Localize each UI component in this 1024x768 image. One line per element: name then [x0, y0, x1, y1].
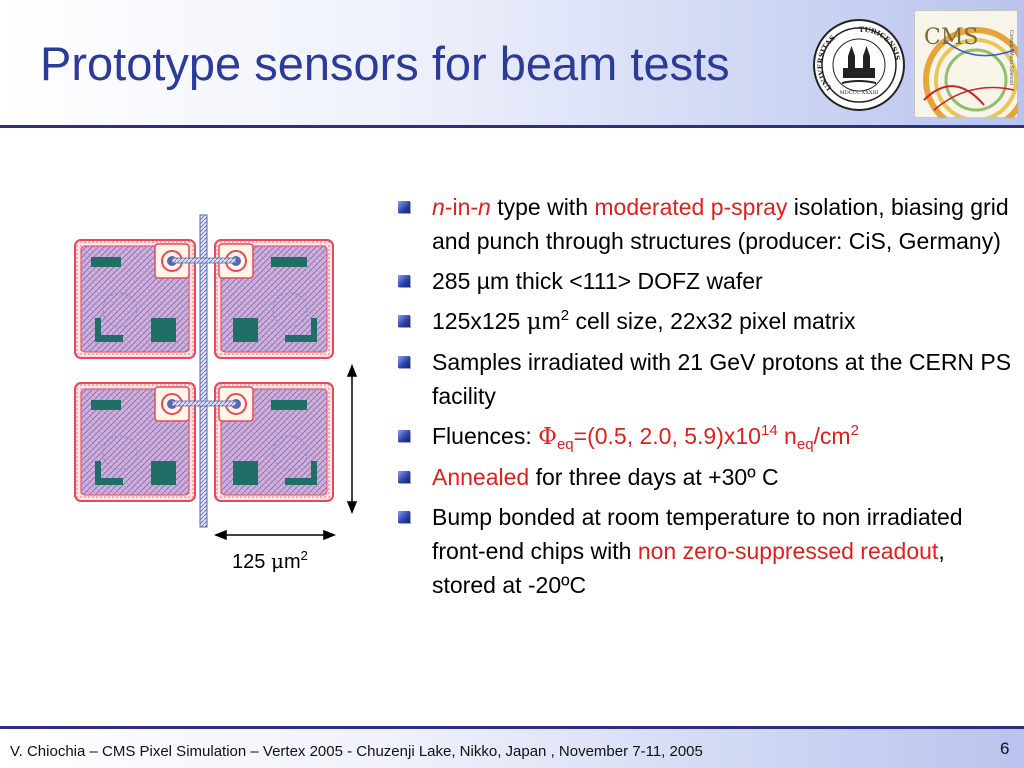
bullet-item-annealing: Annealed for three days at +30º C [398, 460, 1013, 494]
cms-logo-subtext: Compact Muon Solenoid [1008, 30, 1014, 85]
seal-year: MDCCC XXXIII [840, 90, 879, 96]
bullet-item-sensor-type: n-in-n type with moderated p-spray isola… [398, 190, 1013, 258]
pixel-cell-bottom-right [214, 382, 334, 502]
pixel-cell-top-right [214, 239, 334, 359]
bullet-square-icon [398, 471, 410, 483]
bias-connector-bottom [171, 400, 237, 407]
header-rule [0, 125, 1024, 128]
horizontal-dimension-arrow [213, 529, 337, 541]
bullet-item-wafer: 285 µm thick <111> DOFZ wafer [398, 264, 1013, 298]
bullet-item-cell-size: 125x125 μm2 cell size, 22x32 pixel matri… [398, 304, 1013, 339]
slide-title: Prototype sensors for beam tests [40, 37, 730, 90]
footer-rule [0, 726, 1024, 729]
church-towers-icon [842, 46, 876, 84]
cms-logo-text: CMS [924, 25, 978, 50]
university-seal-logo: UNIVERSITAS TURICENSIS MDCCC XXXIII [813, 19, 905, 111]
bullet-square-icon [398, 315, 410, 327]
vertical-dimension-arrow [346, 363, 358, 515]
bullet-square-icon [398, 430, 410, 442]
footer-text: V. Chiochia – CMS Pixel Simulation – Ver… [10, 743, 703, 760]
bullet-square-icon [398, 511, 410, 523]
bias-connector-top [171, 257, 237, 264]
bullet-square-icon [398, 356, 410, 368]
dimension-label: 125 μm2 [232, 548, 308, 573]
page-number: 6 [1000, 739, 1010, 758]
bullet-list: n-in-n type with moderated p-spray isola… [398, 190, 1013, 608]
pixel-cell-diagram: 125 μm2 [74, 214, 358, 573]
bullet-item-fluences: Fluences: Φeq=(0.5, 2.0, 5.9)x1014 neq/c… [398, 419, 1013, 454]
cms-logo: CMS Compact Muon Solenoid [914, 10, 1018, 118]
bullet-item-bump-bonding: Bump bonded at room temperature to non i… [398, 500, 1013, 602]
bullet-square-icon [398, 275, 410, 287]
slide-footer: V. Chiochia – CMS Pixel Simulation – Ver… [0, 729, 1024, 768]
bullet-item-irradiation: Samples irradiated with 21 GeV protons a… [398, 345, 1013, 413]
bias-grid-line [199, 214, 208, 528]
bullet-square-icon [398, 201, 410, 213]
